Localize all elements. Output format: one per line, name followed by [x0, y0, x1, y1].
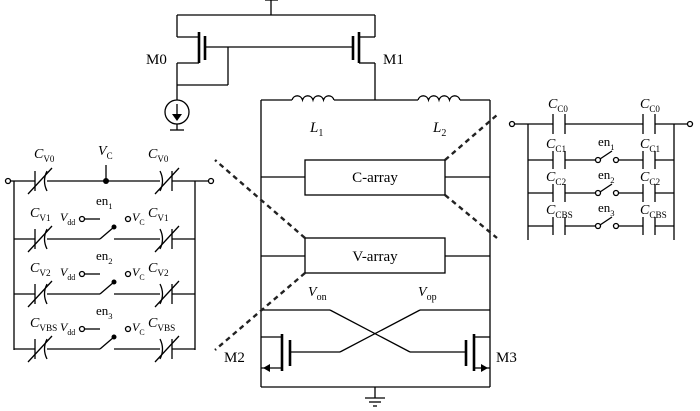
callout-v-array-top [214, 159, 306, 239]
label-m3: M3 [496, 350, 517, 366]
label-cap-en3: en3 [598, 200, 615, 218]
label-cap-en2: en2 [598, 167, 615, 185]
transistor-m1 [351, 15, 376, 100]
label-vc-top: VC [98, 144, 113, 161]
label-m1: M1 [383, 52, 404, 68]
cap-bank [508, 114, 694, 240]
callout-c-array-top [444, 114, 498, 161]
inductor-l1 [291, 95, 335, 103]
callout-v-array-bottom [214, 272, 306, 351]
label-cvbs-right: CVBS [148, 316, 175, 333]
transistor-m3 [464, 334, 491, 387]
label-cv0-left: CV0 [34, 147, 55, 164]
callout-c-array-bottom [444, 194, 498, 239]
supply-node [177, 0, 375, 16]
label-m2: M2 [224, 350, 245, 366]
cross-coupled-pair [261, 309, 490, 353]
label-cc2-left: CC2 [546, 170, 567, 187]
label-cv0-right: CV0 [148, 147, 169, 164]
label-cc1-left: CC1 [546, 137, 567, 154]
cap-row-1: CC1 CC1 en1 [528, 134, 674, 169]
label-cv2-right: CV2 [148, 261, 169, 278]
label-cc1-right: CC1 [640, 137, 661, 154]
label-ccbs-right: CCBS [640, 203, 667, 220]
label-vop: Vop [418, 285, 437, 303]
label-vc-2: VC [132, 265, 145, 282]
cap-row-2: CC2 CC2 en2 [528, 167, 674, 202]
label-var-en1: en1 [96, 193, 113, 211]
label-var-en3: en3 [96, 303, 113, 321]
label-cc0-left: CC0 [548, 97, 568, 114]
c-array-block [261, 159, 490, 196]
label-m0: M0 [146, 52, 167, 68]
label-cc0-right: CC0 [640, 97, 660, 114]
label-vdd-2: Vdd [60, 265, 75, 282]
label-cc2-right: CC2 [640, 170, 661, 187]
label-vc-3: VC [132, 320, 145, 337]
inductor-l2 [417, 95, 461, 103]
label-v-array: V-array [352, 249, 398, 265]
ground-bottom [261, 386, 490, 407]
label-l1: L1 [309, 120, 323, 139]
varactor-row-1: CV1 CV1 Vdd VC en1 [14, 193, 195, 253]
transistor-m2 [260, 334, 292, 387]
varactor-bank [4, 165, 215, 350]
label-c-array: C-array [352, 170, 398, 186]
label-vdd-1: Vdd [60, 210, 75, 227]
varactor-row-2: CV2 CV2 Vdd VC en2 [14, 248, 195, 308]
label-vdd-3: Vdd [60, 320, 75, 337]
label-cap-en1: en1 [598, 134, 615, 152]
label-l2: L2 [432, 120, 446, 139]
label-cv2-left: CV2 [30, 261, 51, 278]
label-von: Von [308, 285, 327, 303]
transistor-m0 [176, 15, 353, 100]
label-cvbs-left: CVBS [30, 316, 57, 333]
cap-row-3: CCBS CCBS en3 [528, 200, 674, 235]
tank-frame [260, 99, 491, 368]
label-cv1-left: CV1 [30, 206, 51, 223]
current-source [164, 99, 190, 131]
label-var-en2: en2 [96, 248, 113, 266]
label-cv1-right: CV1 [148, 206, 169, 223]
label-ccbs-left: CCBS [546, 203, 573, 220]
label-vc-1: VC [132, 210, 145, 227]
v-array-block [261, 237, 490, 274]
